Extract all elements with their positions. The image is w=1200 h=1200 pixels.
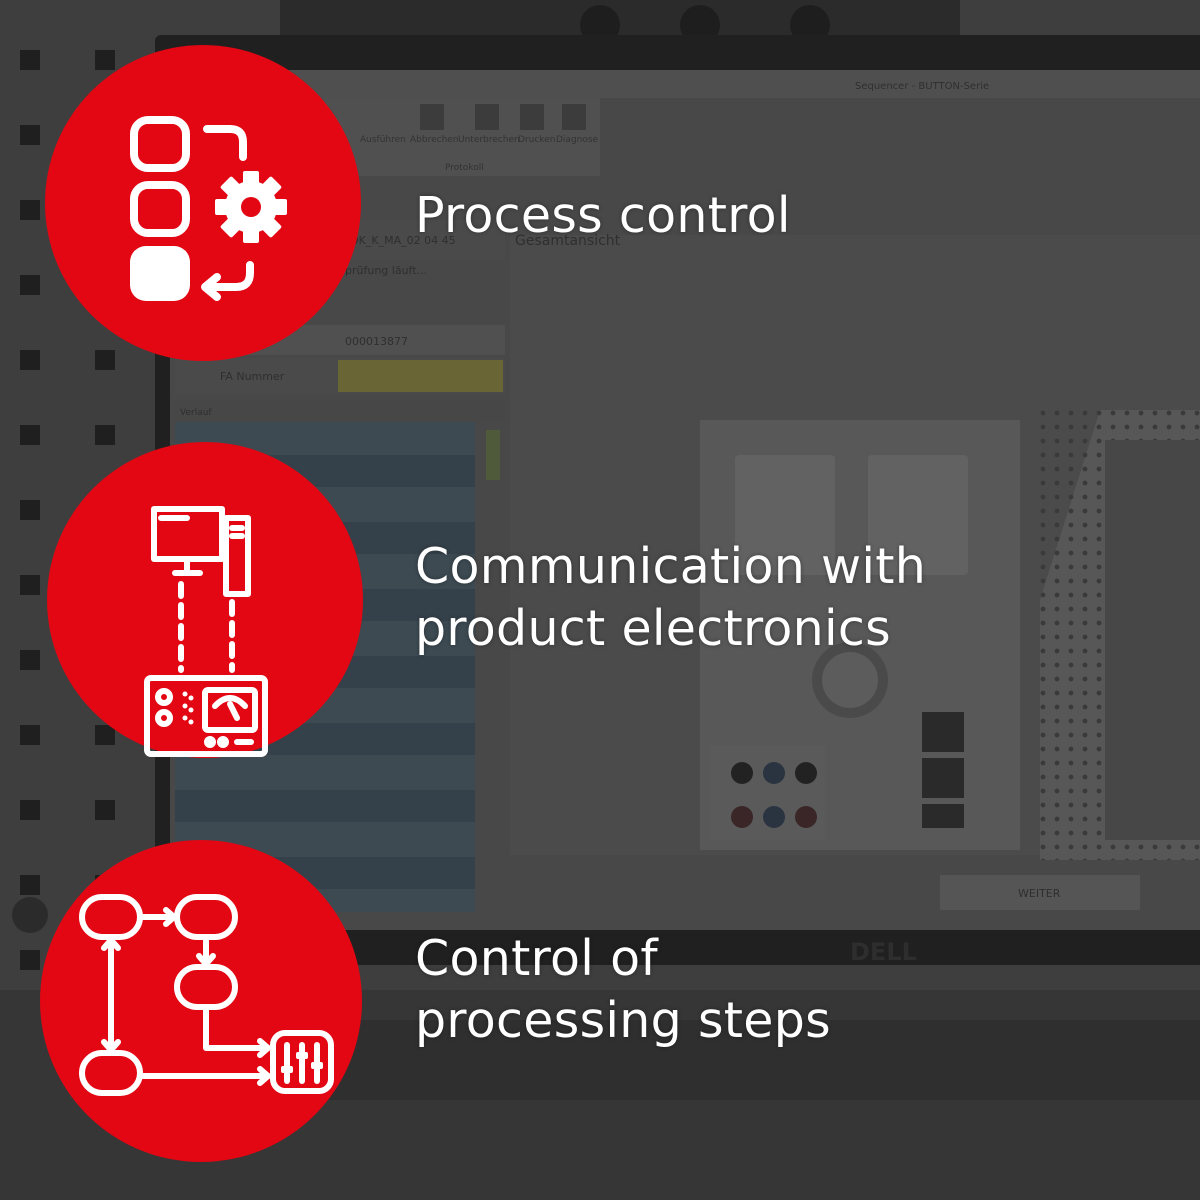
screen-title: Sequencer - BUTTON-Serie <box>855 81 989 92</box>
fa-label: FA Nummer <box>220 370 285 383</box>
feature-1-line-1: Process control <box>415 187 791 244</box>
feature-3-line-1: Control of <box>415 930 658 987</box>
serial-value: 000013877 <box>345 335 408 348</box>
monitor-brand: DELL <box>850 938 917 966</box>
feature-3-badge <box>40 840 362 1162</box>
weiter-button-label: WEITER <box>1018 887 1061 900</box>
ribbon-drucken: Drucken <box>518 135 555 145</box>
feature-process-control: Process control <box>0 0 1200 400</box>
order-code: OK_K_MA_02 04 45 <box>350 234 456 247</box>
feature-2-line-2: product electronics <box>415 600 891 657</box>
feature-2-line-1: Communication with <box>415 538 927 595</box>
ribbon-ausfuehren: Ausführen <box>360 135 406 145</box>
overview-label: Gesamtansicht <box>515 233 621 249</box>
feature-3-label: Control of processing steps <box>415 928 831 1052</box>
feature-1-label: Process control <box>415 185 791 247</box>
feature-processing-steps: Control of processing steps <box>0 800 1200 1200</box>
feature-2-label: Communication with product electronics <box>415 536 926 660</box>
status-text: prüfung läuft... <box>345 264 427 277</box>
feature-communication: Communication with product electronics <box>0 400 1200 800</box>
ribbon-abbrechen: Abbrechen <box>410 135 459 145</box>
ribbon-diagnose: Diagnose <box>556 135 599 145</box>
ribbon-unterbrechen: Unterbrechen <box>458 135 520 145</box>
feature-3-line-2: processing steps <box>415 992 831 1049</box>
feature-1-badge <box>45 45 361 361</box>
feature-2-badge <box>47 442 363 758</box>
ribbon-group-protokoll: Protokoll <box>445 163 484 173</box>
computer-device-link-icon <box>144 506 268 757</box>
flowchart-sliders-icon <box>79 894 334 1096</box>
log-title: Verlauf <box>180 408 212 418</box>
process-flow-gear-icon <box>130 116 287 301</box>
